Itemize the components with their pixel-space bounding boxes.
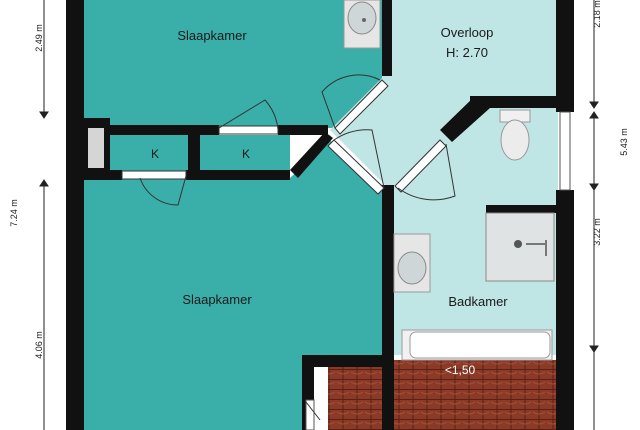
label-overloop: Overloop [441, 25, 494, 40]
door-bathroom-swing [397, 143, 456, 201]
door-main-bedroom-swing [333, 129, 385, 189]
door-bottom-swing [305, 401, 321, 421]
dimension-lines [39, 0, 599, 430]
wall-right-lower [556, 190, 574, 430]
wall-kast-bottom-2 [186, 170, 290, 180]
doors [121, 74, 456, 421]
label-roof-note: <1,50 [445, 363, 476, 377]
roof-tiles-area [328, 360, 558, 430]
door-kast-left-swing [139, 175, 187, 206]
windows [305, 111, 571, 430]
bathtub [409, 331, 551, 359]
slaapkamer-main-area [82, 140, 382, 430]
kast-stub-grey [88, 128, 104, 168]
sink-top [343, 0, 381, 49]
shower [485, 212, 555, 282]
toilet [499, 109, 531, 161]
door-main-bedroom [327, 139, 385, 195]
wall-kast-divider [188, 135, 200, 173]
sink-bathroom [393, 233, 431, 293]
dim-left-top: 2.49 m [34, 24, 44, 52]
label-slaapkamer-top: Slaapkamer [177, 28, 247, 43]
window-bottom-left [305, 399, 315, 430]
wall-bath-top [470, 96, 558, 108]
wall-left-stub-top [66, 0, 84, 8]
door-top-bedroom-swing [218, 99, 279, 131]
label-kast-1: K [151, 147, 159, 161]
wall-top-divider [84, 125, 219, 135]
door-top-bedroom [218, 125, 279, 135]
wall-center-vertical [382, 185, 394, 430]
dim-left-mid: 7.24 m [9, 199, 19, 227]
dim-right-top: 2.18 m [592, 0, 602, 28]
label-kast-2: K [242, 147, 250, 161]
wall-top-divider-right [278, 125, 328, 135]
label-badkamer: Badkamer [448, 294, 508, 309]
wall-right-upper [556, 0, 574, 112]
wall-diagonal-kast [290, 132, 333, 178]
door-overloop-top-swing [321, 74, 381, 129]
walls [66, 0, 574, 430]
wall-shower-top [486, 205, 558, 213]
wall-left-outer [66, 0, 84, 430]
door-overloop-top [334, 79, 389, 135]
fixtures [88, 0, 555, 359]
wall-overloop-left [382, 0, 392, 76]
label-slaapkamer-main: Slaapkamer [182, 292, 252, 307]
dim-left-bottom: 4.06 m [34, 331, 44, 359]
wall-bottom-stub [302, 355, 386, 367]
dim-right-mid: 5.43 m [619, 128, 629, 156]
dim-right-bottom: 3.22 m [592, 218, 602, 246]
label-overloop-height: H: 2.70 [446, 45, 488, 60]
slaapkamer-top-area [82, 0, 382, 128]
window-right [559, 111, 571, 191]
door-kast-left [121, 170, 187, 180]
